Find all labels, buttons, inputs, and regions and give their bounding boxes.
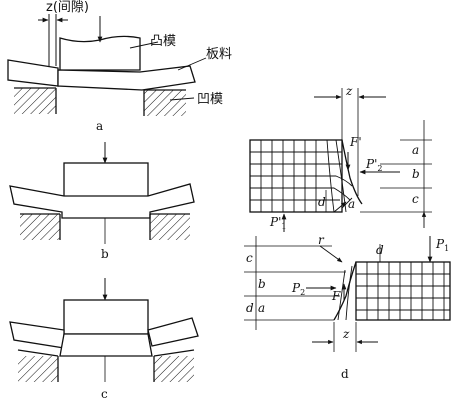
punch-c xyxy=(63,299,149,335)
panel-a: z(间隙) 凸模 板料 凹模 a xyxy=(7,0,232,133)
panel-d: z a b c F' P'2 d a P'1 P1 d r c b d a P2… xyxy=(244,84,451,381)
punch-label: 凸模 xyxy=(150,34,176,49)
d-b-left: b xyxy=(258,277,266,291)
d-b-top: b xyxy=(412,167,420,181)
d-r: r xyxy=(318,233,325,247)
caption-d: d xyxy=(341,367,349,381)
sheet-c-right xyxy=(147,317,199,347)
sheet-a-right xyxy=(57,65,196,91)
d-F-prime-char: F' xyxy=(349,135,362,149)
blank-c xyxy=(59,333,153,357)
punch-b xyxy=(63,162,149,198)
d-c-top: c xyxy=(412,192,419,206)
d-a-left: a xyxy=(258,301,265,315)
d-d-right: d xyxy=(376,243,384,257)
gap-label: z(间隙) xyxy=(46,0,89,15)
d-z-top: z xyxy=(345,84,353,98)
caption-b: b xyxy=(101,247,109,261)
d-P2-prime: P'2 xyxy=(365,157,382,173)
d-a-top: a xyxy=(412,143,419,157)
sheet-b xyxy=(9,183,195,219)
caption-a: a xyxy=(96,119,103,133)
die-label: 凹模 xyxy=(197,92,223,107)
d-d-top: d xyxy=(318,195,326,209)
d-z-bottom: z xyxy=(342,327,350,341)
d-a-edge: a xyxy=(348,197,355,211)
d-c-left: c xyxy=(246,251,253,265)
d-P2: P2 xyxy=(291,281,305,297)
sheet-label: 板料 xyxy=(206,47,232,62)
panel-b: b xyxy=(9,142,195,261)
lower-grid xyxy=(333,261,451,321)
upper-grid xyxy=(249,139,363,213)
d-F: F xyxy=(331,289,341,303)
punch-a xyxy=(59,35,141,71)
caption-c: c xyxy=(101,387,108,400)
panel-c: c xyxy=(9,278,199,401)
sheet-c-left xyxy=(9,321,65,349)
d-d-left: d xyxy=(246,301,254,315)
d-P1-prime: P'1 xyxy=(269,215,286,231)
d-P1: P1 xyxy=(435,237,449,253)
sheet-a-left xyxy=(7,59,59,87)
